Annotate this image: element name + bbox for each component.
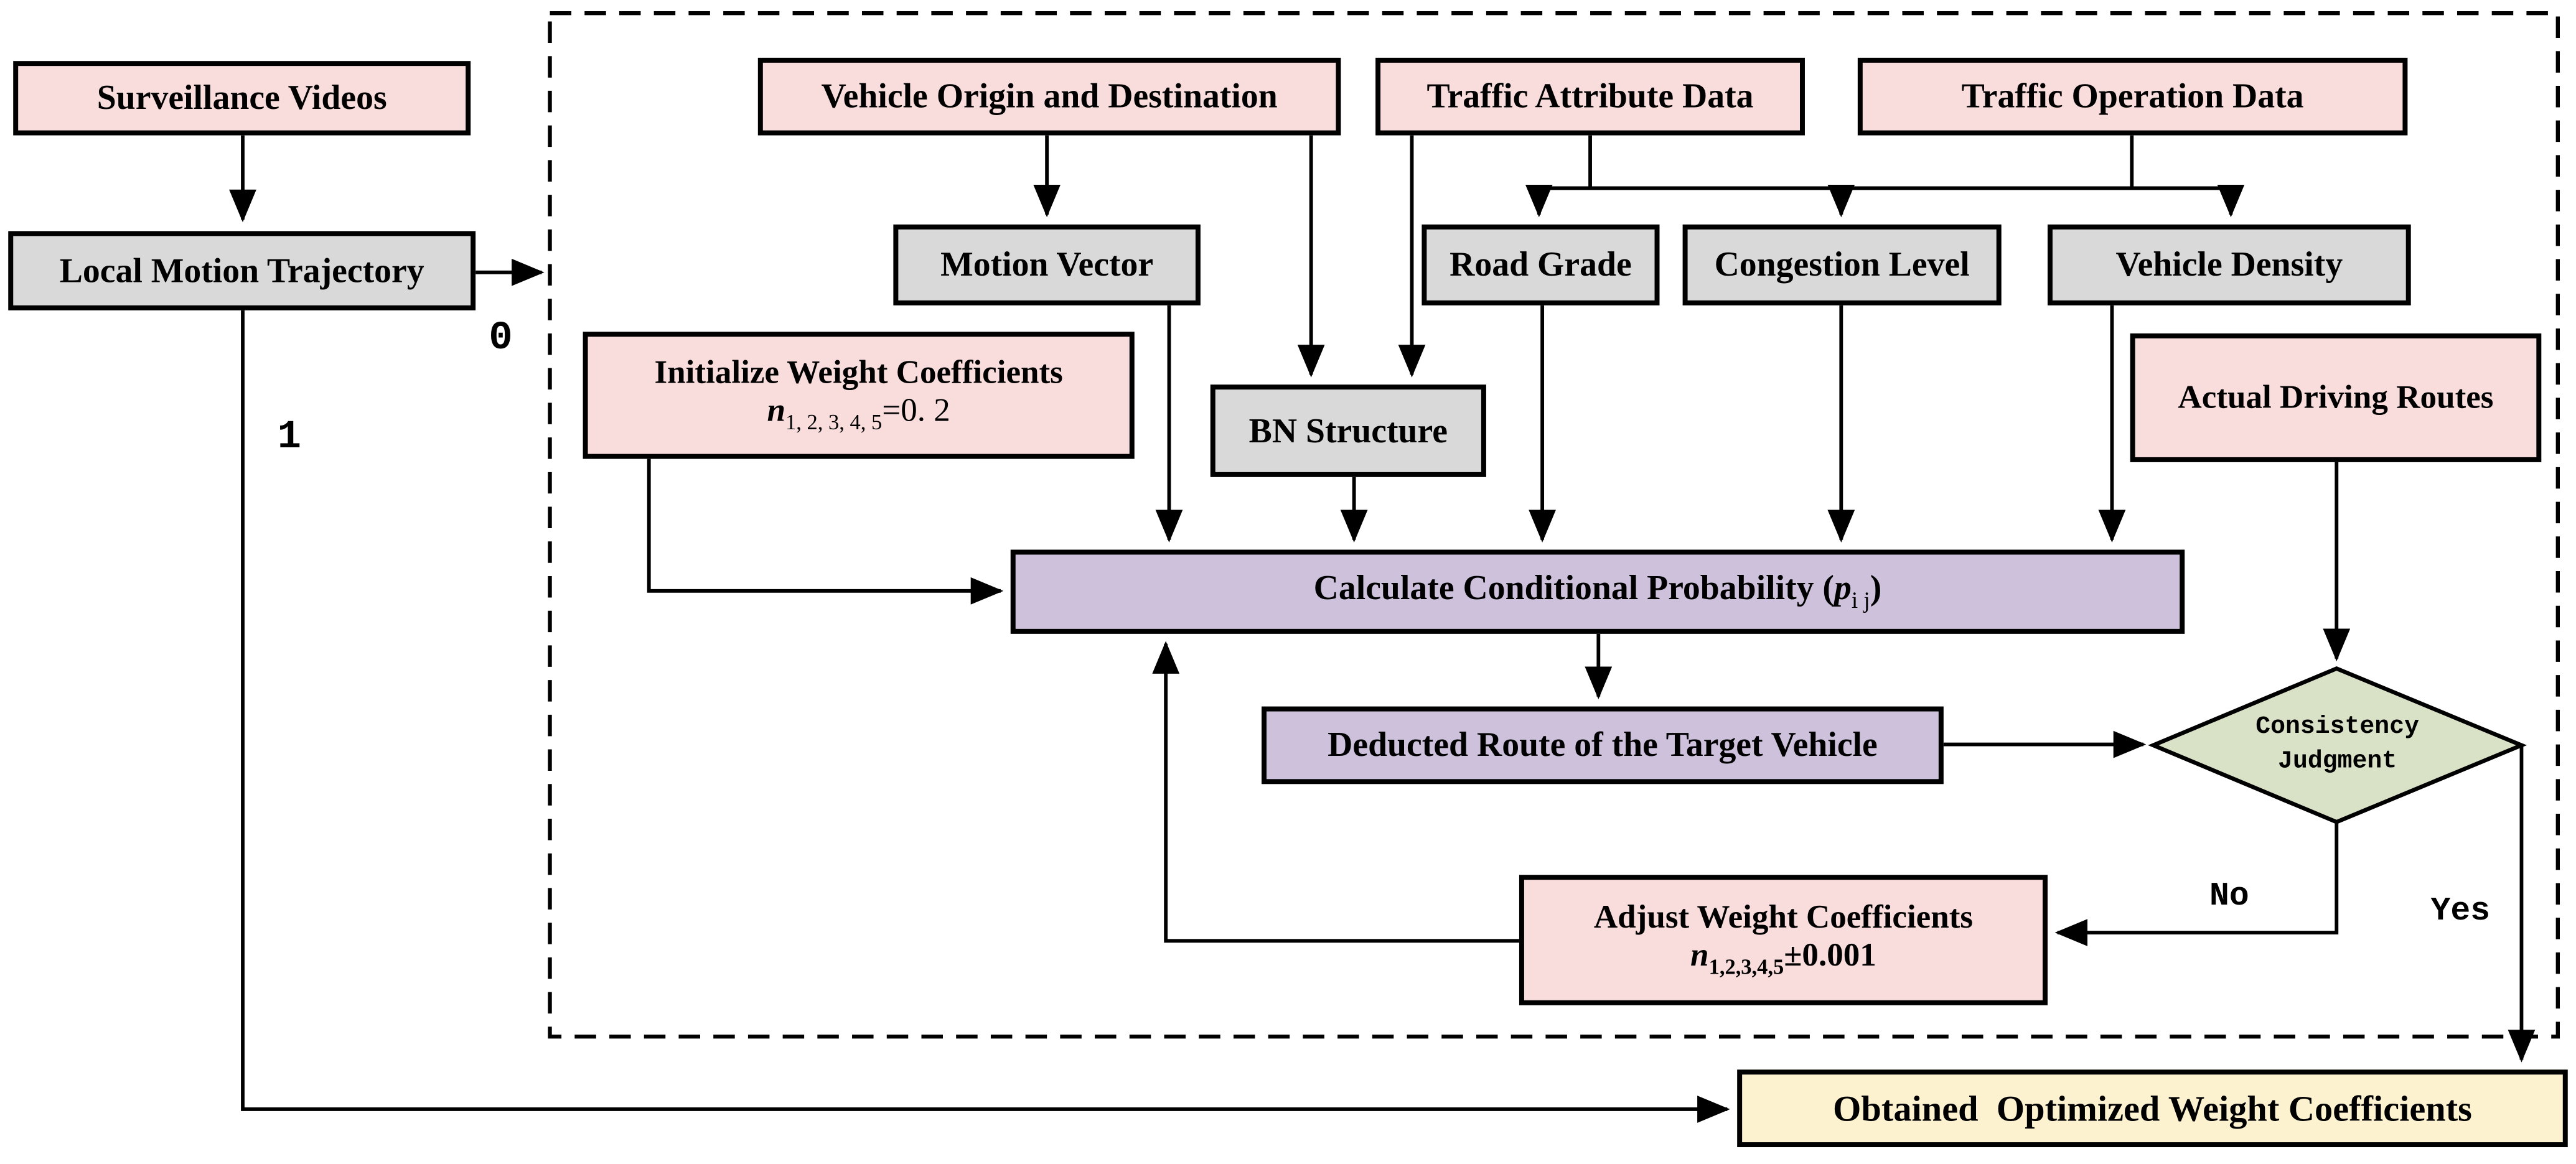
node-traffic-attribute-data: Traffic Attribute Data [1375,57,1805,136]
adjust-formula: n1,2,3,4,5±0.001 [1690,938,1876,979]
edge-label-zero: 0 [489,317,513,362]
node-congestion-level: Congestion Level [1682,224,2002,305]
initialize-line1: Initialize Weight Coefficients [654,355,1063,391]
consistency-judgment-diamond [2148,666,2527,824]
node-deducted-route: Deducted Route of the Target Vehicle [1262,706,1944,785]
node-initialize-weight-coefficients: Initialize Weight Coefficients n1, 2, 3,… [583,332,1135,459]
node-traffic-operation-data: Traffic Operation Data [1857,57,2408,136]
initialize-formula: n1, 2, 3, 4, 5=0. 2 [767,393,950,434]
node-calculate-conditional-probability: Calculate Conditional Probability (pi j) [1010,549,2185,634]
node-bn-structure: BN Structure [1210,384,1486,477]
node-surveillance-videos: Surveillance Videos [13,61,471,136]
node-vehicle-origin-destination: Vehicle Origin and Destination [757,57,1341,136]
dashed-module-border [548,11,2560,1039]
edge-label-one: 1 [277,416,301,461]
node-actual-driving-routes: Actual Driving Routes [2130,333,2542,462]
calculate-label: Calculate Conditional Probability (pi j) [1313,567,1882,615]
edge-label-no: No [2209,878,2249,916]
consistency-judgment-label: Consistency Judgment [2255,713,2419,775]
edge-label-yes: Yes [2430,893,2491,931]
adjust-line1: Adjust Weight Coefficients [1593,900,1974,936]
node-road-grade: Road Grade [1421,224,1660,305]
node-motion-vector: Motion Vector [893,224,1201,305]
node-local-motion-trajectory: Local Motion Trajectory [8,231,476,310]
node-adjust-weight-coefficients: Adjust Weight Coefficients n1,2,3,4,5±0.… [1519,875,2048,1005]
node-vehicle-density: Vehicle Density [2047,224,2411,305]
node-obtained-optimized-weight-coefficients: Obtained Optimized Weight Coefficients [1737,1069,2568,1147]
